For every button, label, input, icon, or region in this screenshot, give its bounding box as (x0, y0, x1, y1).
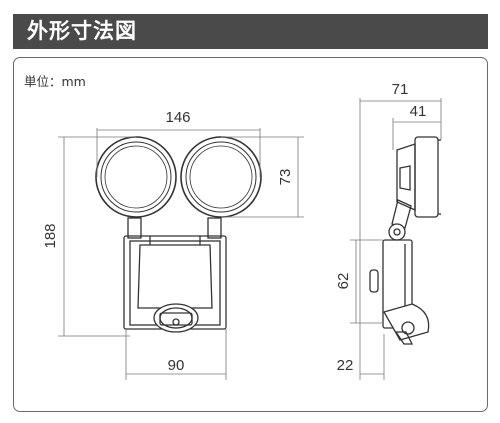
front-dimension-lines (58, 128, 304, 380)
diagram-frame (13, 57, 488, 412)
width-label: 146 (165, 109, 190, 126)
side-arm (388, 199, 412, 241)
front-view (95, 136, 262, 333)
right-arm-joint (207, 217, 222, 239)
unit-label: 単位：mm (24, 74, 86, 89)
height-label: 188 (42, 223, 59, 248)
left-lamp (95, 136, 177, 218)
lamp-height-label: 73 (277, 169, 294, 186)
title-bar: 外形寸法図 (13, 14, 488, 49)
mount-height-label: 62 (335, 273, 352, 290)
depth-label: 71 (392, 81, 409, 98)
pir-sensor (153, 303, 199, 333)
sensor-offset-label: 22 (337, 357, 354, 374)
side-lamp-head (396, 136, 441, 218)
side-dimension-lines (350, 98, 442, 380)
lamp-depth-label: 41 (410, 103, 427, 120)
side-sensor (383, 303, 430, 345)
left-arm-joint (127, 217, 142, 239)
body-width-label: 90 (168, 357, 185, 374)
page-title: 外形寸法図 (27, 19, 137, 43)
side-view (369, 136, 441, 345)
right-lamp (180, 136, 262, 218)
